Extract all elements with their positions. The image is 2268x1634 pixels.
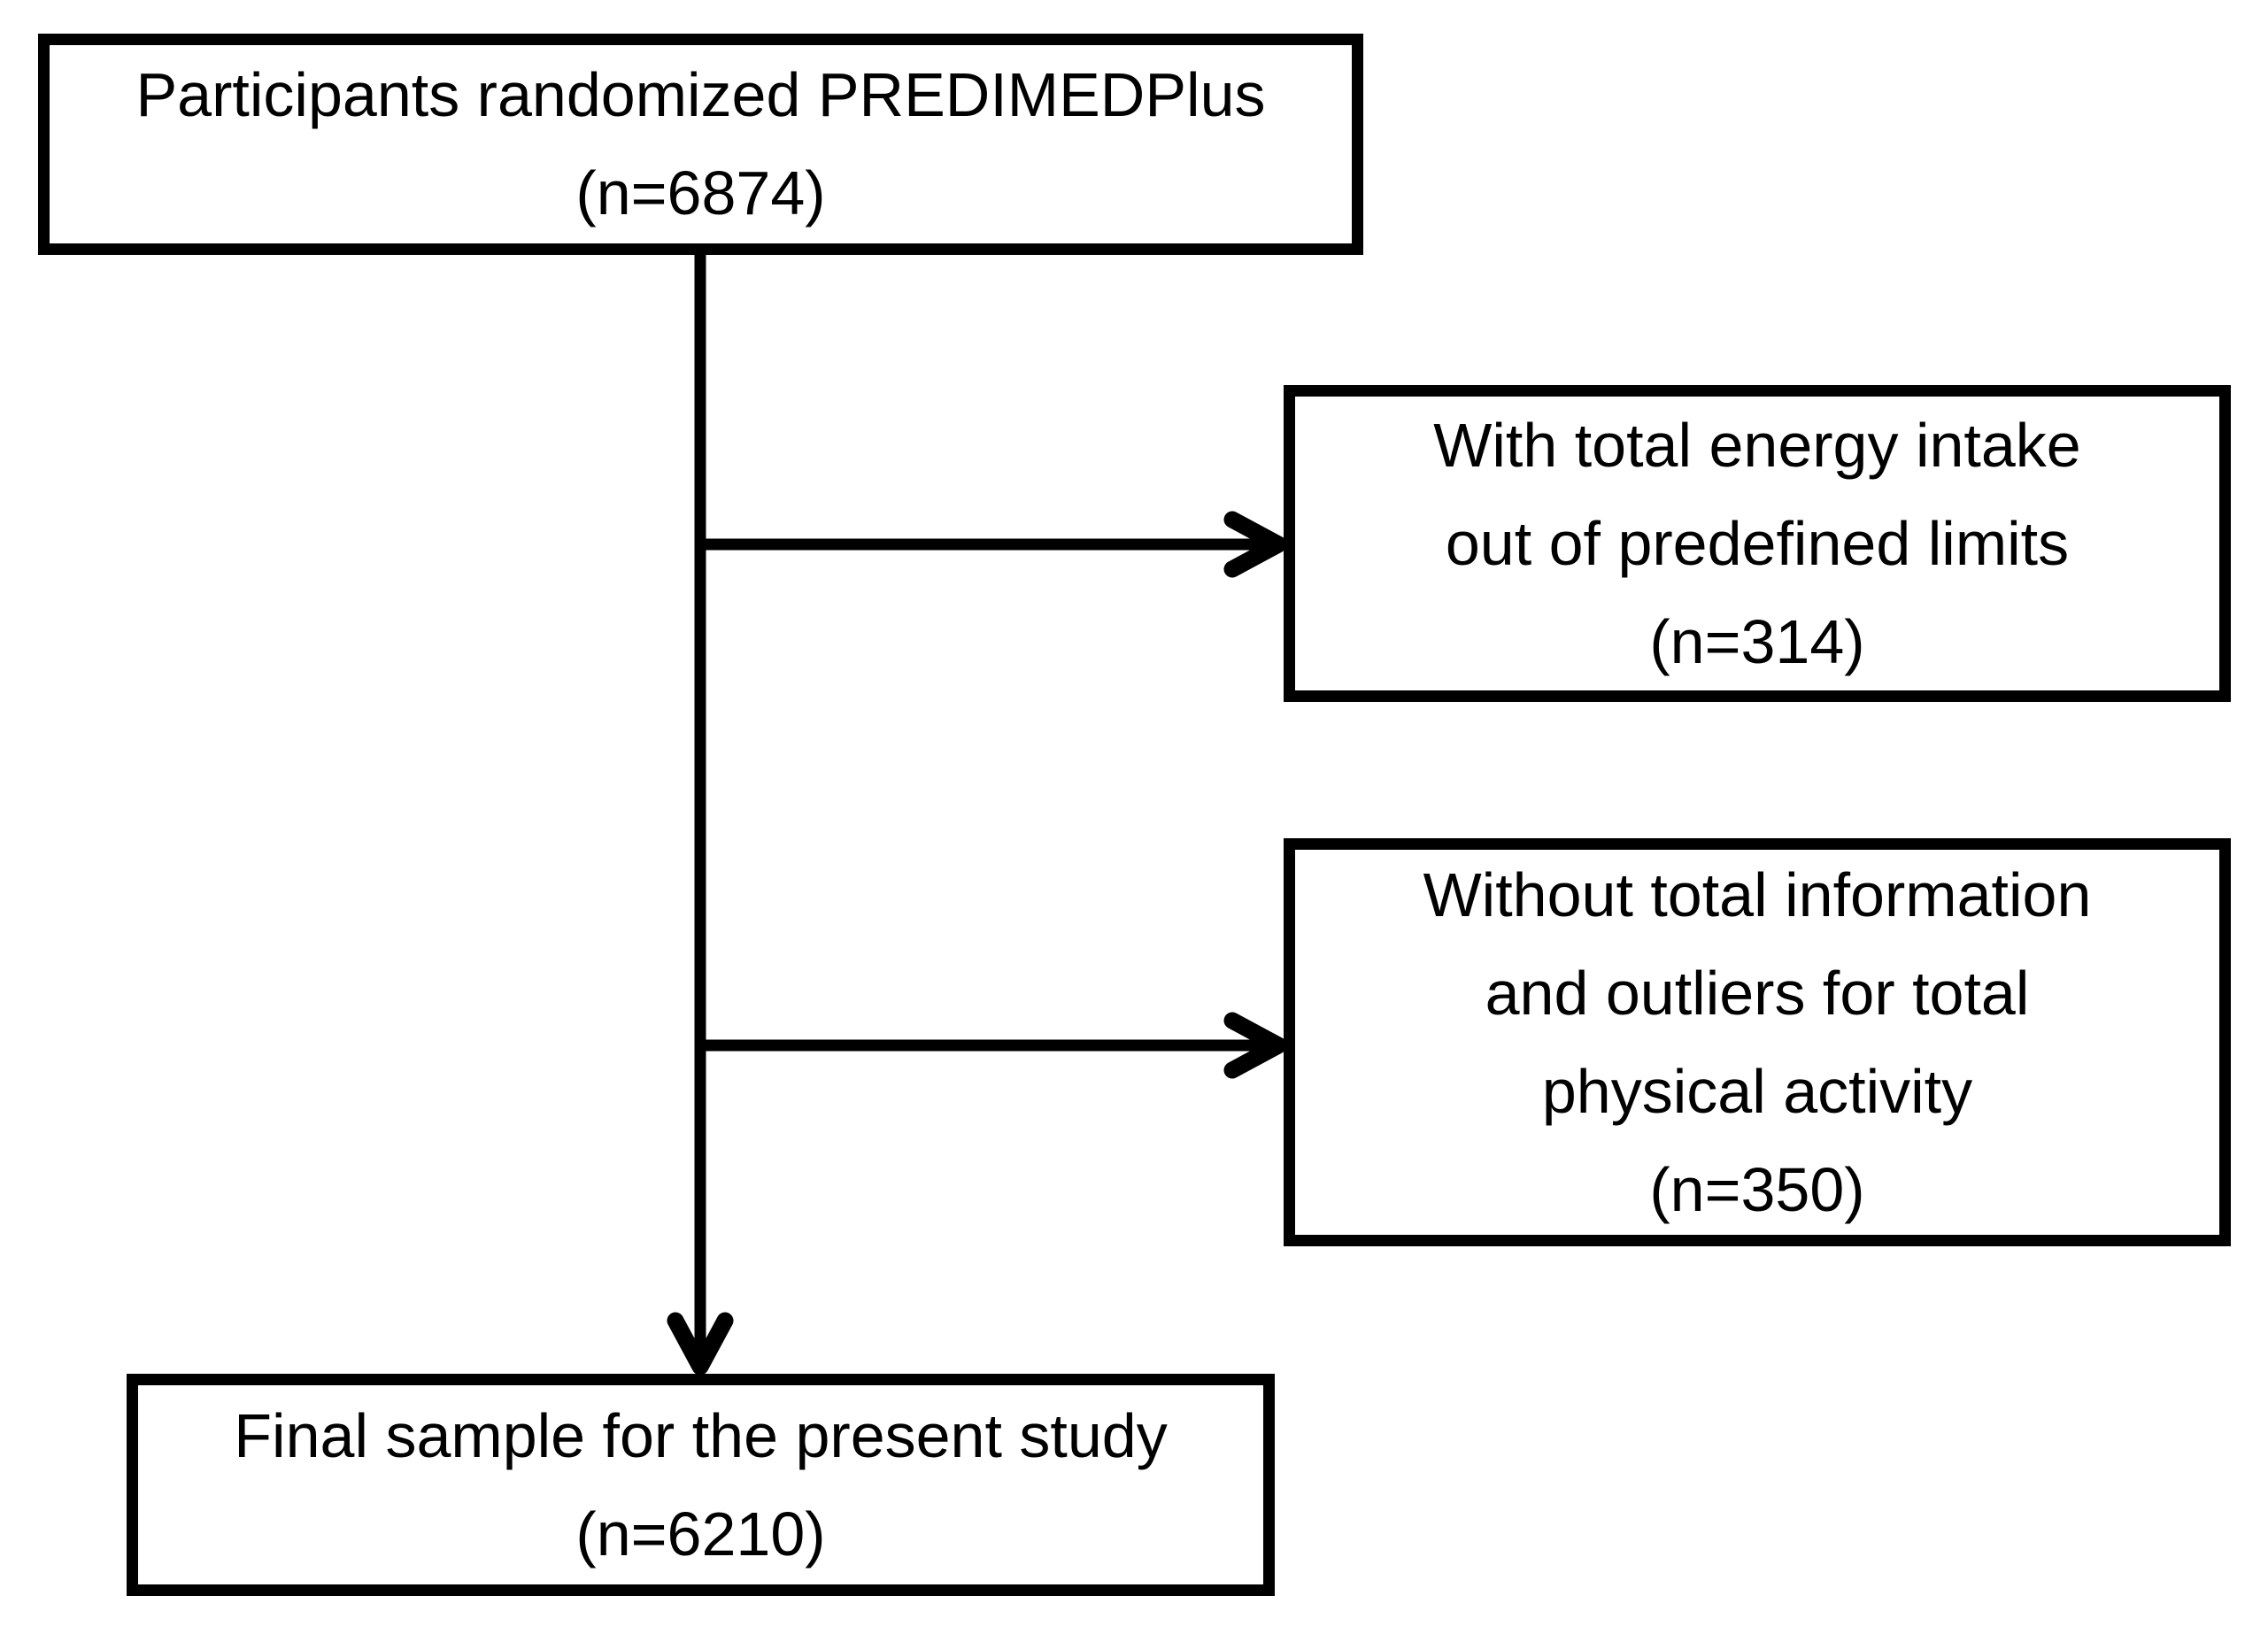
node-text-line: Without total information — [1423, 859, 2092, 929]
arrowhead-right-icon — [1223, 511, 1287, 578]
node-text-line: out of predefined limits — [1445, 508, 2070, 578]
node-final-sample: Final sample for the present study (n=62… — [127, 1374, 1275, 1596]
node-randomized: Participants randomized PREDIMEDPlus (n=… — [38, 34, 1363, 255]
node-text-line: physical activity — [1541, 1056, 1973, 1126]
arrowhead-down-icon — [667, 1312, 734, 1376]
node-text-line: Participants randomized PREDIMEDPlus — [135, 60, 1266, 129]
node-text-line: With total energy intake — [1433, 410, 2081, 480]
node-excluded-energy-intake: With total energy intake out of predefin… — [1284, 385, 2231, 702]
node-text-line: and outliers for total — [1485, 958, 2030, 1028]
node-text-line: Final sample for the present study — [234, 1400, 1168, 1470]
node-excluded-physical-activity: Without total information and outliers f… — [1284, 838, 2231, 1246]
node-count-line: (n=6210) — [575, 1499, 826, 1568]
node-count-line: (n=314) — [1649, 606, 1865, 676]
node-count-line: (n=6874) — [575, 158, 826, 227]
arrowhead-right-icon — [1223, 1012, 1287, 1079]
node-count-line: (n=350) — [1649, 1154, 1865, 1224]
